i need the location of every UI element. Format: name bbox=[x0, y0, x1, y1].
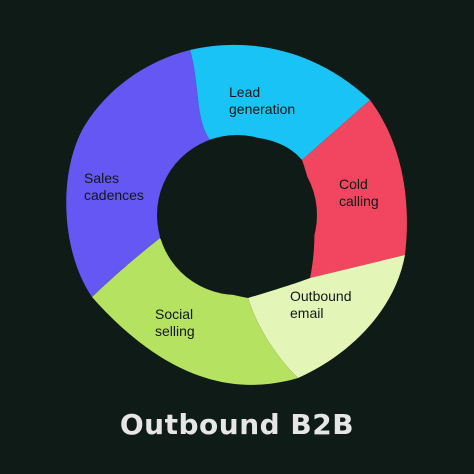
segment-label-line: Lead bbox=[229, 84, 260, 100]
diagram-title: Outbound B2B bbox=[119, 408, 355, 441]
segment-label-line: Sales bbox=[84, 170, 119, 186]
donut-hole bbox=[157, 135, 317, 295]
segment-label-line: generation bbox=[229, 101, 295, 117]
segment-label-line: Cold bbox=[339, 176, 368, 192]
segment-cold-calling bbox=[302, 100, 407, 278]
segment-outbound-email bbox=[248, 255, 405, 378]
segment-label-line: Outbound bbox=[290, 288, 352, 304]
segment-label-line: selling bbox=[155, 323, 195, 339]
segment-lead-generation bbox=[190, 44, 370, 161]
segment-label-line: calling bbox=[339, 193, 379, 209]
segment-sales-cadences bbox=[66, 50, 210, 297]
segment-social-selling bbox=[92, 238, 298, 385]
segment-label-line: cadences bbox=[84, 187, 144, 203]
segment-label-line: Social bbox=[155, 306, 193, 322]
segment-label-line: email bbox=[290, 305, 323, 321]
